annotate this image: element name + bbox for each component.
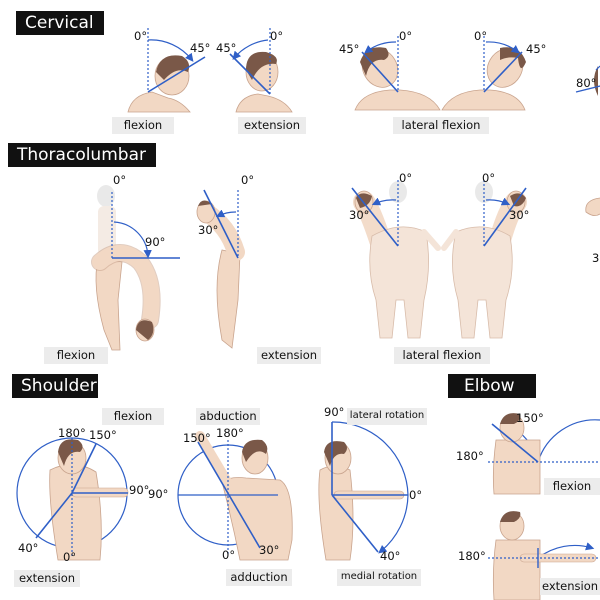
shoulder-flexion-label: flexion [102, 408, 164, 425]
cervical-rotation-partial-figure [575, 65, 600, 96]
cervical-lateral-left-45-angle: 45° [339, 42, 360, 56]
shoulder-medial-rotation-40-angle: 40° [380, 549, 401, 563]
thoracolumbar-lateral-right-zero-angle: 0° [482, 171, 496, 185]
thoracolumbar-extension-zero-angle: 0° [241, 173, 255, 187]
thoracolumbar-flexion-zero-angle: 0° [113, 173, 127, 187]
section-header-shoulder: Shoulder [12, 374, 98, 398]
section-header-cervical: Cervical [16, 11, 104, 35]
thoracolumbar-flexion-90-angle: 90° [145, 235, 166, 249]
shoulder-extension-40-angle: 40° [18, 541, 39, 555]
shoulder-abduction-label: abduction [196, 408, 260, 425]
thoracolumbar-lateral-right-30-angle: 30° [509, 208, 530, 222]
elbow-flexion-150-angle: 150° [516, 411, 544, 425]
shoulder-adduction-0-angle: 0° [222, 548, 236, 562]
shoulder-medial-rotation-label: medial rotation [337, 569, 421, 586]
thoracolumbar-extension-figure [196, 189, 245, 349]
elbow-extension-figure [488, 511, 600, 600]
section-header-elbow: Elbow [448, 374, 536, 398]
shoulder-adduction-30-angle: 30° [259, 543, 280, 557]
shoulder-rotation-figure [318, 421, 409, 561]
shoulder-flexion-extension-figure [16, 437, 129, 561]
shoulder-flexion-150-angle: 150° [89, 428, 117, 442]
shoulder-extension-0-angle: 0° [63, 550, 77, 564]
section-header-thoracolumbar: Thoracolumbar [8, 143, 156, 167]
shoulder-lateral-rotation-label: lateral rotation [347, 408, 427, 425]
cervical-extension-zero-angle: 0° [270, 29, 284, 43]
cervical-extension-45-angle: 45° [216, 41, 237, 55]
thoracolumbar-lateral-flexion-right-figure [441, 180, 527, 339]
thoracolumbar-rotation-partial-figure [585, 197, 600, 216]
thoracolumbar-extension-label: extension [257, 347, 321, 364]
thoracolumbar-extension-30-angle: 30° [198, 223, 219, 237]
shoulder-abduction-180-angle: 180° [216, 426, 244, 440]
cervical-extension-figure [229, 28, 293, 113]
cervical-flexion-label: flexion [112, 117, 174, 134]
shoulder-flexion-90-angle: 90° [129, 483, 150, 497]
cervical-lateral-flexion-label: lateral flexion [393, 117, 489, 134]
shoulder-abduction-150-angle: 150° [183, 431, 211, 445]
thoracolumbar-lateral-left-zero-angle: 0° [399, 171, 413, 185]
thoracolumbar-lateral-flexion-left-figure [351, 180, 441, 339]
thoracolumbar-flexion-label: flexion [44, 347, 108, 364]
cervical-flexion-45-angle: 45° [190, 41, 211, 55]
shoulder-adduction-label: adduction [226, 569, 292, 586]
shoulder-extension-label: extension [14, 570, 80, 587]
elbow-extension-label: extension [540, 578, 600, 595]
cervical-lateral-right-zero-angle: 0° [474, 29, 488, 43]
elbow-flexion-label: flexion [544, 478, 600, 495]
shoulder-abduction-90-angle: 90° [148, 487, 169, 501]
cervical-flexion-zero-angle: 0° [134, 29, 148, 43]
cervical-lateral-flexion-left-figure [354, 36, 441, 111]
shoulder-rotation-0-angle: 0° [409, 488, 423, 502]
thoracolumbar-lateral-flexion-label: lateral flexion [394, 347, 490, 364]
thoracolumbar-partial-3-angle: 3 [592, 251, 600, 265]
thoracolumbar-lateral-left-30-angle: 30° [349, 208, 370, 222]
cervical-extension-label: extension [238, 117, 306, 134]
shoulder-lateral-rotation-90-angle: 90° [324, 405, 345, 419]
cervical-lateral-right-45-angle: 45° [526, 42, 547, 56]
shoulder-abduction-adduction-figure [177, 431, 293, 561]
cervical-lateral-flexion-right-figure [441, 36, 526, 111]
elbow-flexion-figure [488, 413, 600, 495]
cervical-rotation-80-angle: 80° [576, 76, 597, 90]
thoracolumbar-flexion-figure [91, 185, 180, 351]
shoulder-flexion-180-angle: 180° [58, 426, 86, 440]
elbow-flexion-180-angle: 180° [456, 449, 484, 463]
elbow-extension-180-angle: 180° [458, 549, 486, 563]
cervical-flexion-figure [127, 28, 206, 113]
cervical-lateral-left-zero-angle: 0° [399, 29, 413, 43]
